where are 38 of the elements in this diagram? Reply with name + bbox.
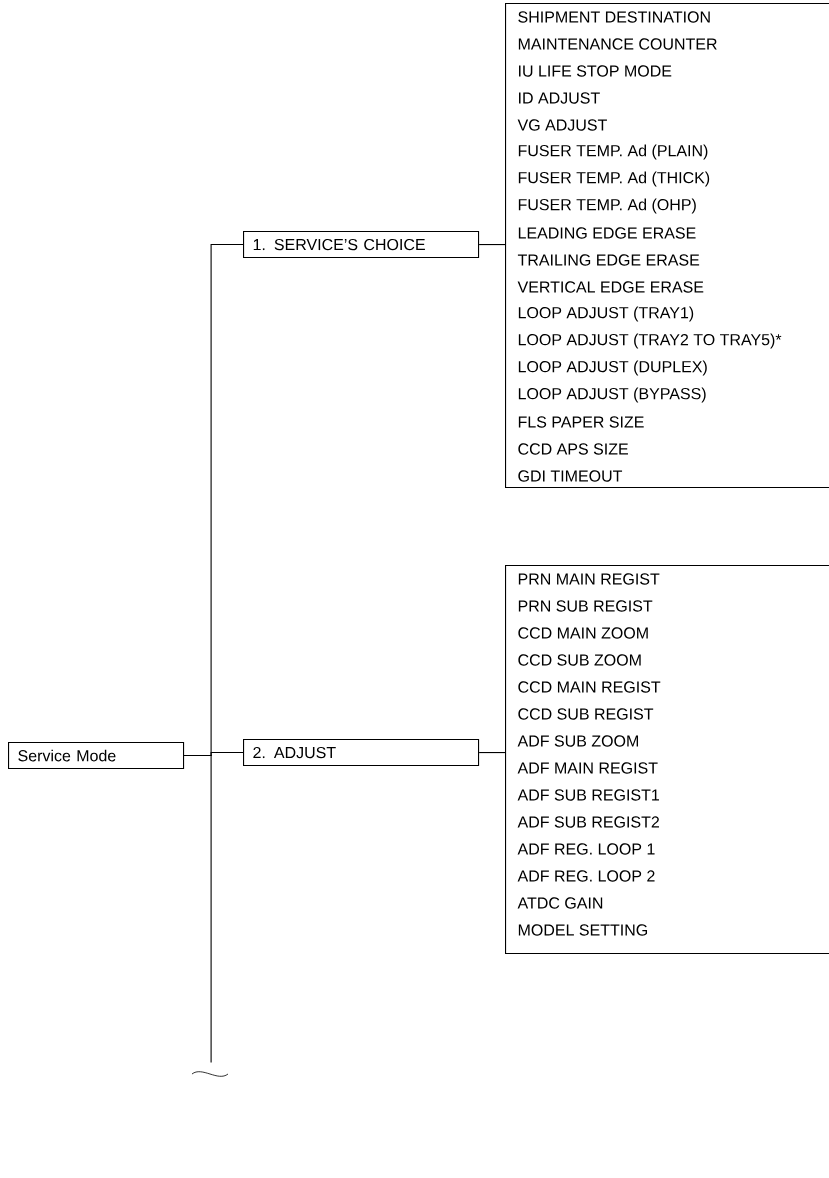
menu-item: GDI TIMEOUT	[518, 470, 623, 482]
menu-item: LOOP ADJUST (BYPASS)	[518, 387, 706, 403]
menu-item: ID ADJUST	[519, 92, 600, 104]
menu-item: MAINTENANCE COUNTER	[518, 38, 717, 50]
menu-item: ADF SUB REGIST1	[517, 789, 659, 801]
menu-item: ADF MAIN REGIST	[517, 762, 658, 774]
menu-item: LEADING EDGE ERASE	[518, 227, 696, 239]
menu-item: IU LIFE STOP MODE	[519, 65, 672, 77]
menu-item: LOOP ADJUST (DUPLEX)	[518, 360, 707, 376]
menu-item: CCD MAIN ZOOM	[518, 627, 648, 639]
menu-item: MODEL SETTING	[518, 924, 647, 936]
menu-item: PRN MAIN REGIST	[518, 573, 660, 585]
menu-item: FUSER TEMP. Ad (PLAIN)	[518, 144, 708, 160]
connector-line	[478, 244, 506, 246]
menu-item: TRAILING EDGE ERASE	[517, 254, 700, 266]
menu-item: FLS PAPER SIZE	[518, 416, 644, 428]
menu-item: CCD SUB REGIST	[518, 708, 654, 720]
menu-item: SHIPMENT DESTINATION	[518, 11, 710, 23]
menu-item: FUSER TEMP. Ad (OHP)	[518, 198, 696, 214]
menu-item: PRN SUB REGIST	[518, 600, 653, 612]
menu-item: ADF SUB ZOOM	[517, 735, 638, 747]
menu-box: 1. SERVICE’S CHOICE	[243, 231, 480, 259]
menu-item: CCD SUB ZOOM	[518, 654, 641, 666]
menu-item: ADF REG. LOOP 1	[517, 843, 655, 855]
menu-item: ADF SUB REGIST2	[517, 816, 659, 828]
menu-item: ATDC GAIN	[517, 897, 603, 909]
menu-item: ADF REG. LOOP 2	[517, 870, 655, 882]
menu-item: VERTICAL EDGE ERASE	[517, 281, 704, 293]
menu-item: LOOP ADJUST (TRAY1)	[518, 306, 694, 322]
menu-item: FUSER TEMP. Ad (THICK)	[518, 171, 710, 187]
menu-box: Service Mode	[8, 742, 185, 770]
connector-line	[478, 752, 506, 754]
menu-item: CCD MAIN REGIST	[518, 681, 661, 693]
connector-line	[183, 755, 212, 1064]
menu-item: CCD APS SIZE	[518, 443, 628, 455]
menu-item: VG ADJUST	[517, 119, 607, 131]
menu-box: 2. ADJUST	[243, 739, 480, 767]
menu-item: LOOP ADJUST (TRAY2 TO TRAY5)*	[518, 333, 782, 349]
